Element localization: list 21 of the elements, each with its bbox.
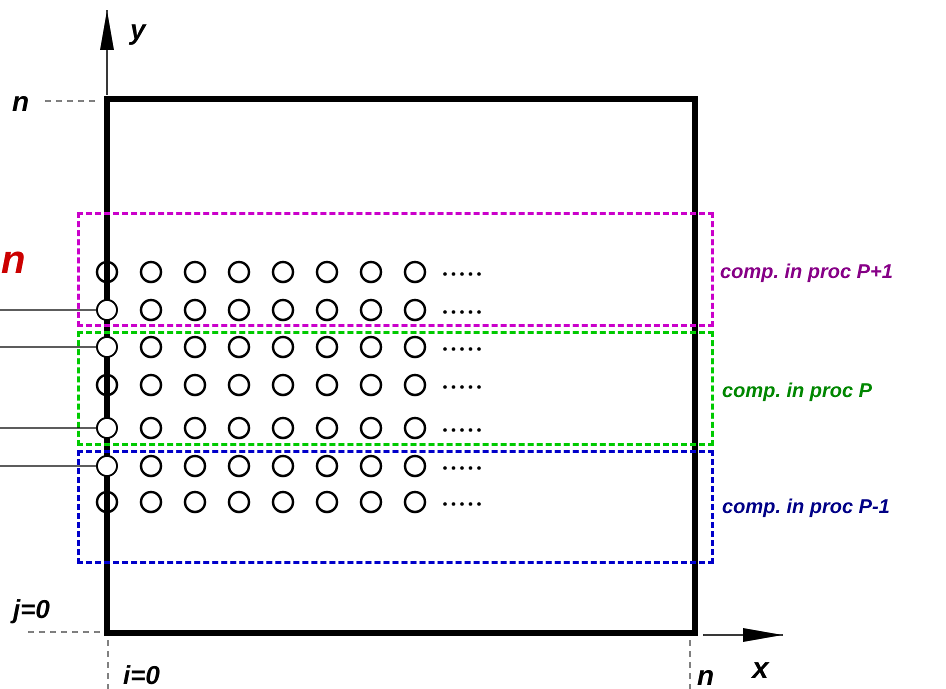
partition-region: [77, 212, 714, 327]
partition-region: [77, 450, 714, 564]
grid-point: [96, 336, 118, 358]
tick-label: i=0: [123, 662, 160, 688]
leader-line: [0, 309, 96, 311]
axis-label: x: [752, 654, 769, 684]
tick-label: n: [12, 88, 30, 116]
region-label: comp. in proc P: [722, 381, 872, 401]
leader-line: [0, 346, 96, 348]
grid-point: [96, 299, 118, 321]
leader-line: [0, 427, 96, 429]
tick-label: n: [697, 662, 714, 689]
axis-label: y: [130, 16, 146, 44]
region-label: comp. in proc P+1: [720, 262, 893, 282]
partition-region: [77, 331, 714, 446]
leader-line: [0, 465, 96, 467]
grid-point: [96, 455, 118, 477]
domain-square: [104, 96, 698, 636]
size-label: n: [1, 240, 26, 280]
grid-point: [96, 417, 118, 439]
region-label: comp. in proc P-1: [722, 497, 890, 517]
